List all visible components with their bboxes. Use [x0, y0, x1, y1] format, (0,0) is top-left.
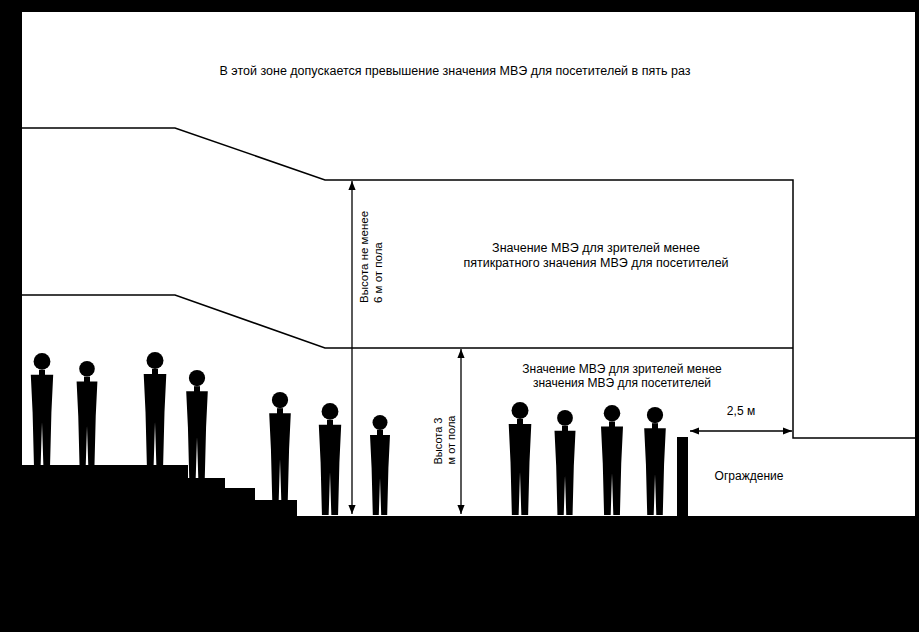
- person-body: [370, 435, 390, 515]
- person-body: [601, 427, 623, 516]
- person-head: [189, 370, 205, 386]
- person-neck: [194, 386, 200, 393]
- person-head: [34, 353, 51, 370]
- distance-dimension: 2,5 м: [727, 404, 755, 418]
- person-body: [186, 391, 208, 478]
- person-body: [509, 424, 532, 515]
- zone-boundary-3m: [22, 295, 793, 348]
- person-body: [644, 428, 666, 515]
- zone-note: Значение МВЭ для зрителей менее значения…: [522, 362, 721, 391]
- person-body: [31, 375, 53, 465]
- height-arrow-6m: [351, 181, 352, 514]
- person-neck: [377, 430, 383, 437]
- person-body: [319, 425, 341, 515]
- person-head: [604, 405, 621, 422]
- person-body: [269, 413, 291, 500]
- person-neck: [84, 377, 90, 384]
- height-dimension: Высота не менее 6 м от пола: [358, 211, 386, 303]
- zone-note: Значение МВЭ для зрителей менее пятикрат…: [463, 241, 728, 271]
- person-body: [77, 382, 98, 465]
- person-neck: [517, 419, 523, 426]
- distance-arrow: [690, 430, 792, 431]
- steps: [0, 465, 297, 516]
- person-head: [647, 407, 663, 423]
- person-head: [557, 410, 573, 426]
- height-arrow-3m: [460, 349, 461, 514]
- person-head: [322, 403, 339, 420]
- person-neck: [152, 369, 158, 376]
- person-neck: [609, 422, 615, 429]
- person-body: [555, 431, 576, 515]
- person-neck: [652, 423, 658, 430]
- person-neck: [39, 370, 45, 377]
- person-head: [147, 352, 164, 369]
- fence: [677, 437, 688, 516]
- background: [22, 12, 915, 516]
- person-body: [144, 374, 167, 465]
- person-neck: [562, 426, 568, 433]
- zone-note: В этой зоне допускается превышение значе…: [220, 64, 691, 79]
- person-neck: [327, 420, 333, 427]
- person-head: [272, 392, 288, 408]
- height-dimension: Высота 3 м от пола: [432, 416, 458, 465]
- person-head: [79, 361, 95, 377]
- part-label: Ограждение: [715, 469, 784, 483]
- person-head: [512, 402, 529, 419]
- person-neck: [277, 408, 283, 415]
- person-head: [373, 415, 388, 430]
